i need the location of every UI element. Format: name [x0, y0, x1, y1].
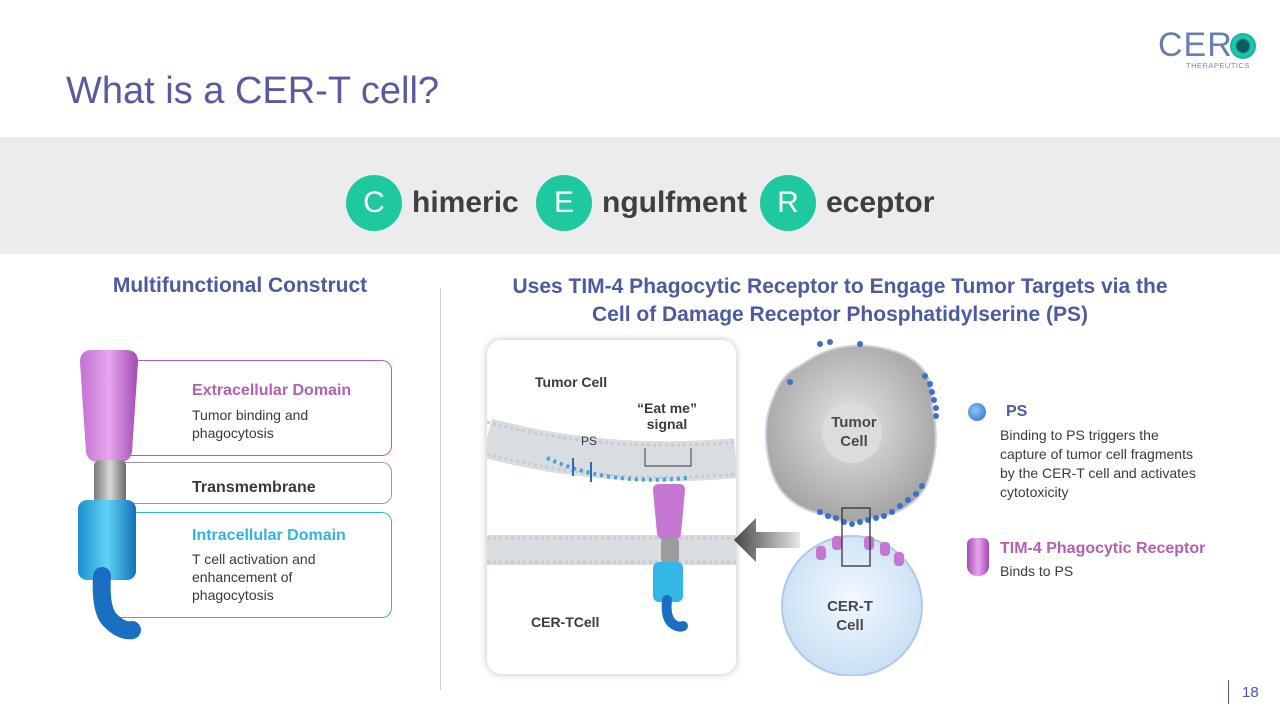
- acronym-word-engulfment: ngulfment: [602, 186, 747, 219]
- company-logo: CER THERAPEUTICS: [1158, 28, 1258, 72]
- intracellular-box: [120, 512, 392, 618]
- extracellular-desc-2: phagocytosis: [192, 425, 274, 441]
- tumor-nucleus-shape: [822, 403, 882, 463]
- intracellular-domain-shape: [78, 500, 136, 580]
- acronym-r: R eceptor: [760, 175, 935, 231]
- extracellular-title: Extracellular Domain: [192, 382, 352, 399]
- eat-me-bracket: [644, 448, 692, 467]
- extracellular-box: [120, 360, 392, 456]
- ps-legend-desc-4: cytotoxicity: [1000, 484, 1069, 500]
- page-number-divider: [1228, 680, 1229, 704]
- left-section-heading: Multifunctional Construct: [112, 274, 368, 297]
- panel-eat-me-label-2: signal: [646, 416, 688, 432]
- intracellular-desc-1: T cell activation and: [192, 551, 316, 567]
- ps-legend-desc-1: Binding to PS triggers the: [1000, 427, 1159, 443]
- transmembrane-domain-shape: [94, 460, 126, 504]
- letter-c-badge: C: [346, 175, 402, 231]
- right-section-heading-line2: Cell of Damage Receptor Phosphatidylseri…: [592, 303, 1088, 326]
- tim4-legend-icon: [967, 538, 989, 576]
- intracellular-desc-2: enhancement of: [192, 569, 293, 585]
- acronym-band: [0, 137, 1280, 254]
- extracellular-domain-shape: [80, 350, 138, 462]
- extracellular-desc-1: Tumor binding and: [192, 407, 309, 423]
- panel-receptor-extracellular: [653, 484, 685, 540]
- panel-eat-me-label-1: “Eat me”: [637, 400, 697, 416]
- receptor-construct-diagram: [78, 350, 141, 640]
- cert-cell-shape: [781, 535, 923, 676]
- intracellular-title: Intracellular Domain: [192, 527, 346, 544]
- letter-e-badge: E: [536, 175, 592, 231]
- ps-legend-desc-3: by the CER-T cell and activates: [1000, 465, 1196, 481]
- panel-tumor-cell-label: Tumor Cell: [535, 374, 608, 390]
- tumor-cell-label-2: Cell: [840, 433, 868, 450]
- ps-legend-icon: [968, 403, 986, 421]
- acronym-c: C himeric: [346, 175, 519, 231]
- zoom-arrow-icon: [734, 518, 800, 562]
- transmembrane-box: [120, 462, 392, 504]
- panel-receptor-transmembrane: [661, 538, 679, 564]
- ps-legend-title: PS: [1006, 403, 1028, 420]
- acronym-e: E ngulfment: [536, 175, 747, 231]
- ps-lipid-row: [546, 456, 688, 482]
- logo-subtext: THERAPEUTICS: [1186, 61, 1250, 70]
- ps-legend-desc-2: capture of tumor cell fragments: [1000, 446, 1193, 462]
- tumor-cell-label-1: Tumor: [831, 414, 877, 431]
- logo-dot-icon: [1230, 33, 1256, 59]
- intracellular-tail-shape: [92, 567, 141, 640]
- membrane-illustration: [487, 418, 736, 632]
- letter-r-badge: R: [760, 175, 816, 231]
- ps-flip-arrows: [572, 458, 592, 482]
- tim4-legend-desc: Binds to PS: [1000, 563, 1074, 579]
- panel-receptor-intracellular: [653, 562, 683, 602]
- cell-interaction-illustration: [764, 339, 939, 676]
- logo-text: CER: [1158, 26, 1233, 64]
- panel-ps-label: PS: [581, 434, 598, 448]
- transmembrane-title: Transmembrane: [192, 479, 316, 496]
- panel-cert-cell-label: CER-TCell: [531, 614, 600, 630]
- contact-zoom-box: [841, 507, 871, 567]
- acronym-word-receptor: eceptor: [826, 186, 935, 219]
- panel-receptor-tail: [661, 595, 688, 632]
- tim4-legend-title: TIM-4 Phagocytic Receptor: [1000, 540, 1206, 557]
- acronym-word-chimeric: himeric: [412, 186, 519, 219]
- cert-cell-label-2: Cell: [836, 617, 864, 634]
- membrane-detail-panel: Tumor Cell “Eat me” signal PS CER-TCell: [487, 340, 736, 674]
- page-title: What is a CER-T cell?: [66, 70, 440, 112]
- section-divider: [440, 288, 441, 690]
- page-number: 18: [1242, 684, 1259, 701]
- tim4-receptor-shapes: [816, 536, 904, 566]
- cert-cell-label-1: CER-T: [827, 598, 873, 615]
- intracellular-desc-3: phagocytosis: [192, 587, 274, 603]
- right-section-heading-line1: Uses TIM-4 Phagocytic Receptor to Engage…: [512, 275, 1168, 298]
